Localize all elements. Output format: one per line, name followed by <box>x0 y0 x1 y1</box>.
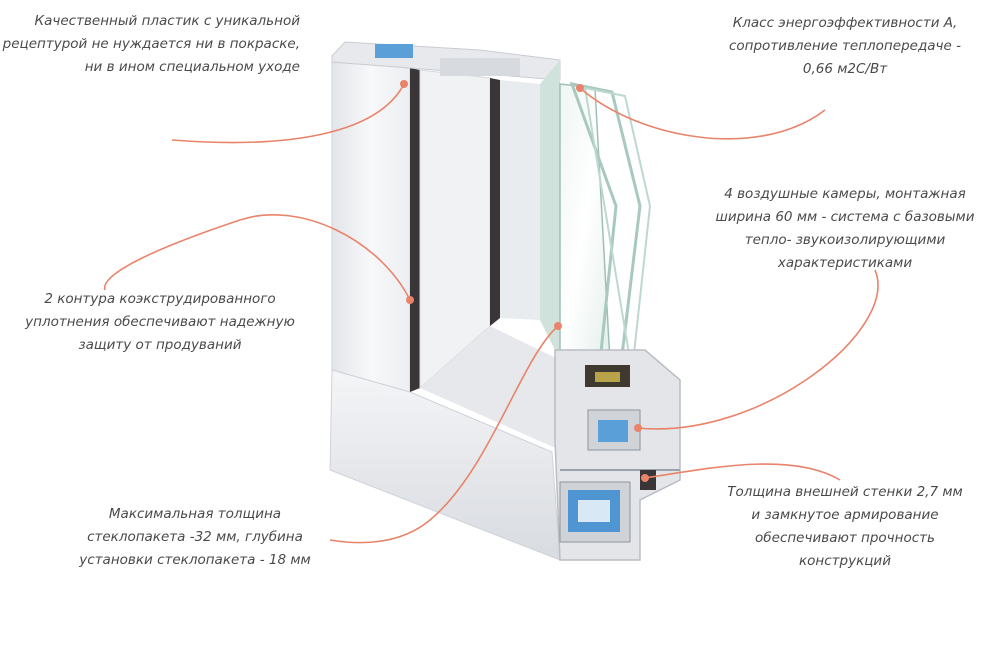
callout-line: защиту от продуваний <box>78 337 242 353</box>
dot-chambers <box>634 424 642 432</box>
callout-line: конструкций <box>799 553 891 569</box>
callout-line: обеспечивают прочность <box>755 530 935 546</box>
callout-energy: Класс энергоэффективности А, сопротивлен… <box>690 12 1000 81</box>
connector-glass <box>329 325 559 544</box>
callout-line: Класс энергоэффективности А, <box>732 15 958 31</box>
profile-cross-section <box>554 349 681 561</box>
connector-plastic <box>171 83 405 144</box>
dot-plastic <box>400 80 408 88</box>
window-frame <box>329 41 561 561</box>
connector-wall <box>644 463 841 481</box>
callout-line: уплотнения обеспечивают надежную <box>25 314 295 330</box>
callout-line: тепло- звукоизолирующими <box>744 232 946 248</box>
callout-line: ни в ином специальном уходе <box>84 59 300 75</box>
dot-wall <box>641 474 649 482</box>
callout-line: 2 контура коэкструдированного <box>44 291 276 307</box>
callout-line: стеклопакета -32 мм, глубина <box>87 529 303 545</box>
dot-seals <box>406 296 414 304</box>
callout-line: рецептурой не нуждается ни в покраске, <box>2 36 300 52</box>
connector-seals <box>104 214 411 301</box>
dot-glass <box>554 322 562 330</box>
callout-line: 0,66 м2С/Вт <box>802 61 888 77</box>
callout-chambers: 4 воздушные камеры, монтажная ширина 60 … <box>690 183 1000 275</box>
callout-line: Максимальная толщина <box>108 506 282 522</box>
callout-line: установки стеклопакета - 18 мм <box>79 552 311 568</box>
callout-seals: 2 контура коэкструдированного уплотнения… <box>10 288 310 357</box>
connector-chambers <box>637 269 879 430</box>
callout-wall: Толщина внешней стенки 2,7 мм и замкнуто… <box>700 481 990 573</box>
callout-dots <box>400 80 649 482</box>
callout-plastic: Качественный пластик с уникальной рецепт… <box>0 10 300 79</box>
dot-energy <box>576 84 584 92</box>
callout-line: Толщина внешней стенки 2,7 мм <box>727 484 963 500</box>
callout-line: 4 воздушные камеры, монтажная <box>724 186 966 202</box>
callout-glass: Максимальная толщина стеклопакета -32 мм… <box>60 503 330 572</box>
connector-energy <box>579 87 826 140</box>
callout-line: и замкнутое армирование <box>751 507 939 523</box>
callout-line: характеристиками <box>777 255 913 271</box>
connector-lines <box>104 83 879 544</box>
callout-line: ширина 60 мм - система с базовыми <box>715 209 975 225</box>
callout-line: Качественный пластик с уникальной <box>34 13 300 29</box>
callout-line: сопротивление теплопередаче - <box>728 38 961 54</box>
